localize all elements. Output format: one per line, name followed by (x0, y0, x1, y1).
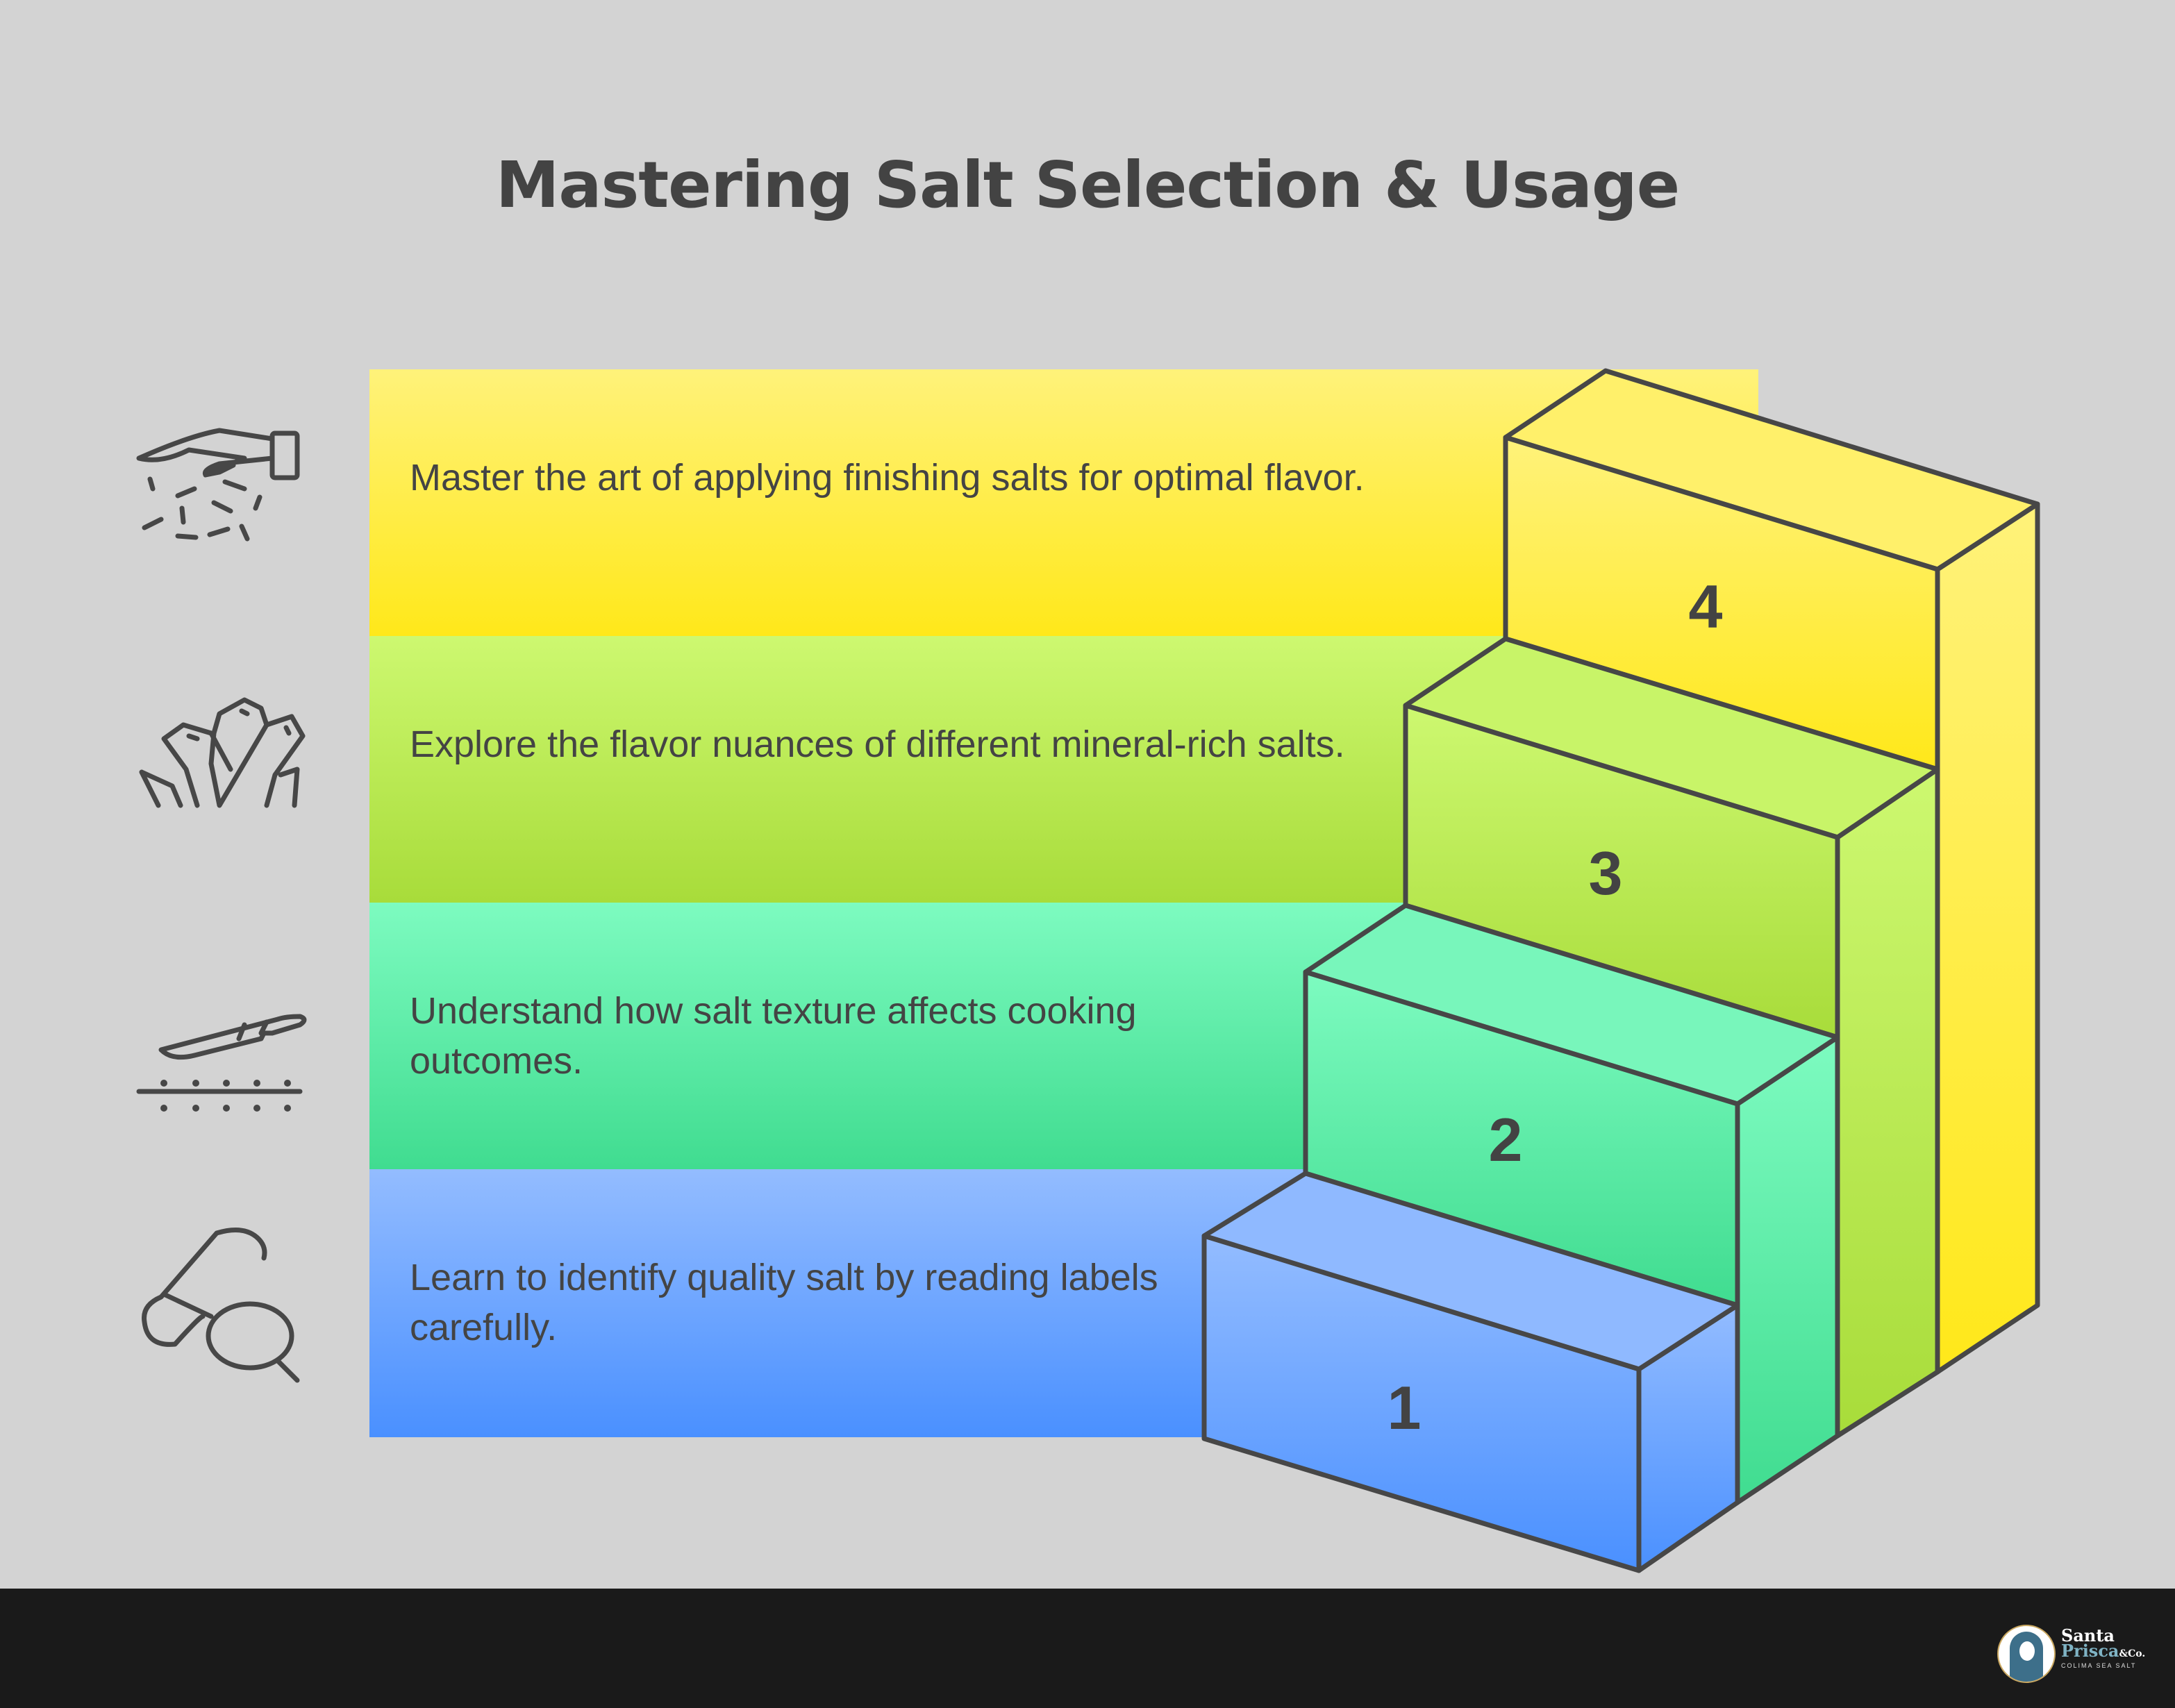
logo-text-suffix: &Co. (2119, 1647, 2146, 1659)
brand-logo: Santa Prisca&Co. COLIMA SEA SALT (1997, 1616, 2156, 1683)
crystals-icon (139, 697, 306, 808)
logo-text-santa: Santa (2061, 1626, 2115, 1646)
logo-text-prisca: Prisca&Co. (2061, 1643, 2145, 1662)
step-3-number: 3 (1589, 839, 1623, 907)
pill-magnifier-icon (142, 1228, 300, 1383)
page-title: Mastering Salt Selection & Usage (495, 147, 1680, 222)
step-4-right-face (1935, 501, 2040, 1375)
logo-tagline: COLIMA SEA SALT (2061, 1662, 2137, 1669)
step-4-text: Master the art of applying finishing sal… (410, 457, 1365, 499)
hand-sprinkling-icon (136, 428, 300, 542)
footer-bar: Santa Prisca&Co. COLIMA SEA SALT (0, 1589, 2175, 1708)
step-1-front-face (1201, 1233, 1642, 1573)
logo-text-prisca-word: Prisca (2061, 1641, 2119, 1661)
step-1-number: 1 (1388, 1373, 1422, 1442)
step-3-right-face (1835, 767, 1940, 1439)
step-2-right-face (1735, 1035, 1840, 1505)
knife-cutting-icon (136, 1014, 307, 1112)
step-3-text: Explore the flavor nuances of different … (410, 723, 1345, 765)
step-4-number: 4 (1689, 572, 1723, 641)
step-2-text: Understand how salt texture affects cook… (410, 990, 1137, 1082)
logo-emblem (1997, 1625, 2056, 1683)
step-2-number: 2 (1489, 1105, 1523, 1174)
step-1-text: Learn to identify quality salt by readin… (410, 1257, 1158, 1348)
